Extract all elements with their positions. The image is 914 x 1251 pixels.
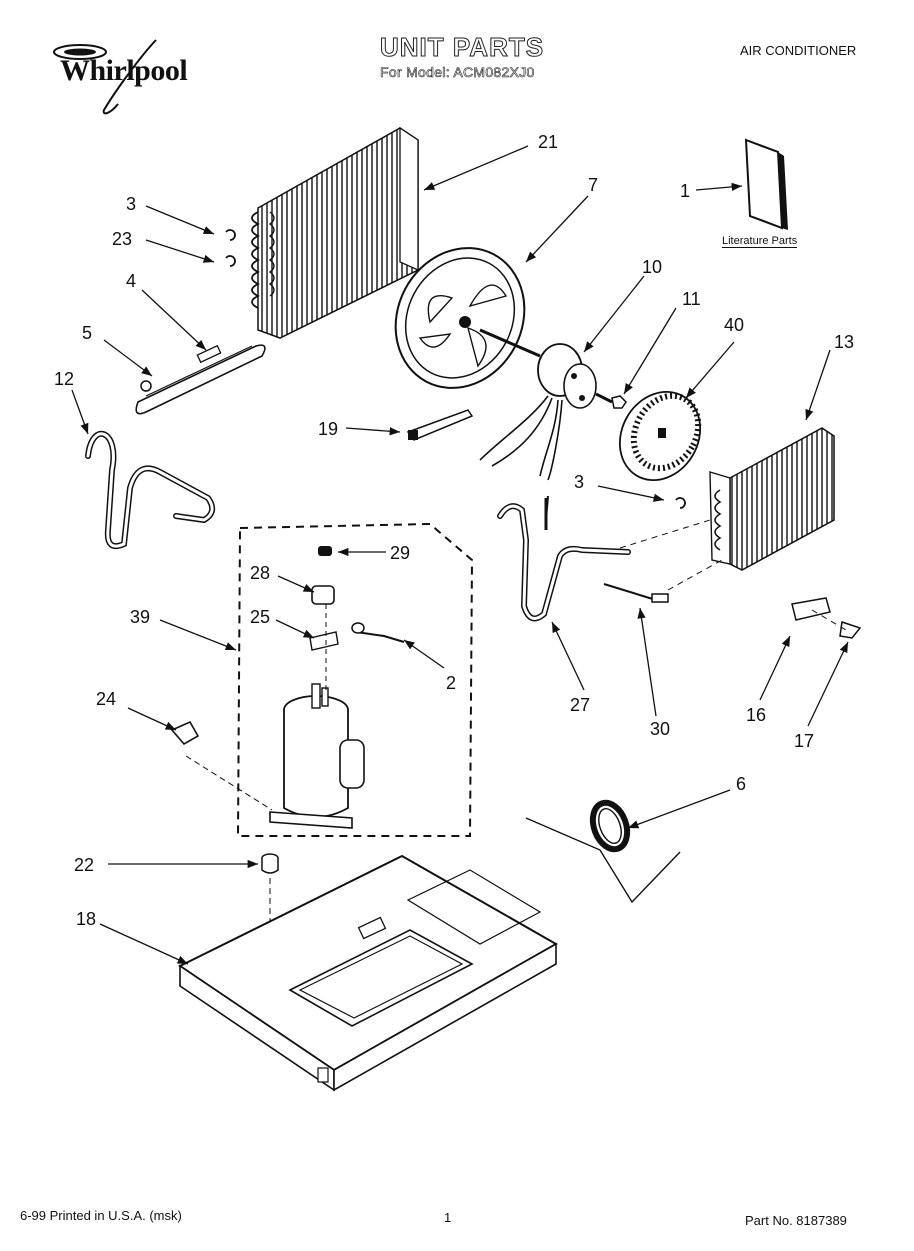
callout-40: 40 — [724, 315, 745, 335]
clip-right — [675, 497, 686, 509]
fan-motor — [479, 328, 613, 521]
callout-10: 10 — [642, 257, 663, 277]
callout-27: 27 — [570, 695, 591, 715]
callout-11: 11 — [682, 289, 701, 309]
mounting-bracket — [791, 597, 862, 639]
callout-3-left: 3 — [126, 194, 137, 214]
callout-22: 22 — [74, 855, 95, 875]
coil-clips — [225, 229, 236, 267]
callout-12: 12 — [54, 369, 75, 389]
callout-21: 21 — [538, 132, 559, 152]
callout-39: 39 — [130, 607, 151, 627]
heater-element — [135, 344, 266, 415]
footer-print-date: 6-99 Printed in U.S.A. (msk) — [20, 1208, 182, 1223]
callout-17: 17 — [794, 731, 815, 751]
callout-7: 7 — [588, 175, 599, 195]
callout-5: 5 — [82, 323, 93, 343]
compressor — [269, 683, 365, 829]
callout-3-right: 3 — [574, 472, 585, 492]
thermostat-bulb — [603, 583, 669, 603]
callout-1: 1 — [680, 181, 691, 201]
callout-6: 6 — [736, 774, 747, 794]
clip-24 — [170, 720, 200, 746]
seal-ring — [525, 799, 681, 904]
bracket — [406, 409, 474, 441]
compressor-group-outline — [236, 522, 474, 837]
connector-lines — [619, 519, 847, 631]
model-line: For Model: ACM082XJ0 — [380, 64, 535, 81]
blower-wheel — [618, 390, 702, 482]
compressor-small-parts — [309, 546, 405, 690]
evaporator-coil — [709, 427, 835, 571]
callout-19: 19 — [318, 419, 339, 439]
callout-28: 28 — [250, 563, 271, 583]
page-title: UNIT PARTS — [379, 32, 545, 63]
literature-booklet — [744, 138, 788, 230]
footer-page-number: 1 — [444, 1210, 452, 1225]
callout-4: 4 — [126, 271, 137, 291]
callout-16: 16 — [746, 705, 767, 725]
leader-arrows — [71, 145, 849, 965]
brand-name: Whirlpool — [60, 54, 188, 87]
nut — [611, 395, 627, 409]
callout-24: 24 — [96, 689, 117, 709]
literature-parts-label: Literature Parts — [722, 235, 798, 248]
callout-18: 18 — [76, 909, 97, 929]
callout-29: 29 — [390, 543, 411, 563]
callout-30: 30 — [650, 719, 671, 739]
footer-part-number: Part No. 8187389 — [745, 1213, 847, 1228]
category-label: AIR CONDITIONER — [740, 43, 857, 58]
callout-25: 25 — [250, 607, 271, 627]
condenser-coil — [251, 126, 419, 339]
callout-23: 23 — [112, 229, 133, 249]
base-pan — [178, 854, 559, 1092]
whirlpool-logo — [53, 39, 157, 115]
callout-13: 13 — [834, 332, 855, 352]
callout-2: 2 — [446, 673, 457, 693]
suction-tube — [497, 503, 631, 622]
